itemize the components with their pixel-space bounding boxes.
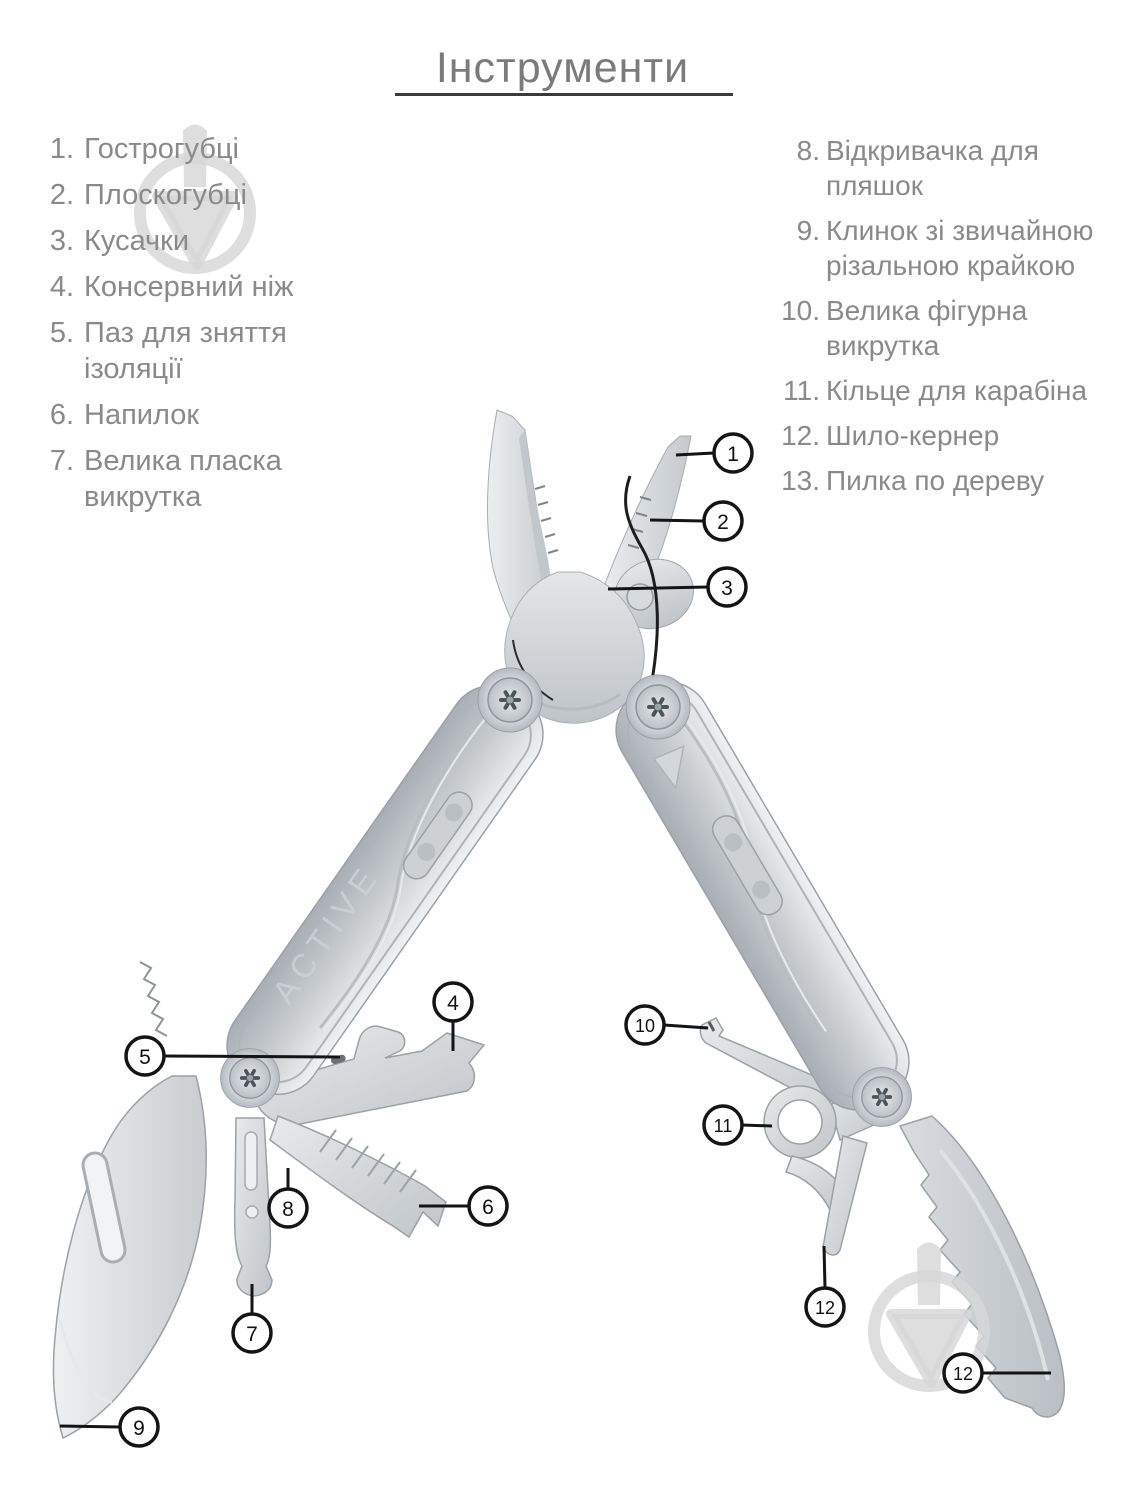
callout-marker: 6 (467, 1185, 509, 1227)
svg-text:11: 11 (714, 1116, 733, 1136)
callout-marker: 12 (942, 1352, 984, 1394)
pliers-head (486, 409, 694, 637)
svg-text:9: 9 (133, 1417, 145, 1440)
callout-marker: 12 (804, 1286, 846, 1328)
svg-text:12: 12 (953, 1364, 973, 1384)
callout-marker: 5 (124, 1035, 166, 1077)
svg-text:1: 1 (727, 443, 739, 466)
svg-text:6: 6 (482, 1196, 494, 1219)
callout-marker: 2 (702, 500, 744, 542)
file-tool (269, 1115, 447, 1239)
svg-text:3: 3 (721, 577, 733, 600)
callout-marker: 3 (706, 566, 748, 608)
svg-text:7: 7 (246, 1323, 258, 1346)
svg-text:8: 8 (282, 1198, 294, 1221)
list-item: 7.Велика пласка викрутка (49, 445, 282, 513)
left-jaw (486, 409, 557, 637)
callout-marker: 1 (712, 432, 754, 474)
svg-text:4: 4 (447, 992, 459, 1015)
list-item: 4.Консервний ніж (49, 271, 294, 303)
list-item: 13.Пилка по дереву (781, 465, 1045, 496)
tool-list-left: 1.Гострогубці 2.Плоскогубці 3.Кусачки 4.… (40, 131, 370, 525)
title-underline (395, 93, 733, 96)
callout-marker: 9 (118, 1406, 160, 1448)
fold-out-tools (52, 1017, 1065, 1440)
list-item: 5.Паз для зняття ізоляції (49, 317, 287, 385)
callout-marker: 11 (702, 1104, 744, 1146)
list-item: 12.Шило-кернер (781, 420, 1000, 451)
knife-blade (52, 1075, 207, 1440)
list-item: 2.Плоскогубці (49, 179, 247, 211)
list-item: 3.Кусачки (49, 225, 190, 257)
list-item: 10.Велика фігурна викрутка (781, 295, 1028, 361)
callout-layer (59, 451, 1051, 1429)
callout-marker: 8 (267, 1187, 309, 1229)
page-title: Інструменти (435, 44, 690, 92)
svg-text:10: 10 (635, 1016, 655, 1036)
callout-marker: 4 (432, 981, 474, 1023)
callout-marker: 7 (231, 1312, 273, 1354)
list-item: 8.Відкривачка для пляшок (796, 135, 1039, 201)
callout-markers: 1 2 3 4 5 6 7 8 9 10 11 12 (118, 432, 984, 1448)
callout-marker: 10 (624, 1004, 666, 1046)
svg-text:2: 2 (717, 511, 729, 534)
svg-text:12: 12 (815, 1298, 835, 1318)
pivot-screw (476, 666, 544, 734)
carabiner-ring (763, 1085, 837, 1159)
pivot-screw (624, 673, 692, 741)
tool-list-right: 8.Відкривачка для пляшок 9.Клинок зі зви… (770, 133, 1122, 508)
list-item: 6.Напилок (49, 399, 200, 431)
list-item: 1.Гострогубці (49, 133, 239, 165)
handle-screw (850, 1065, 914, 1129)
svg-text:5: 5 (139, 1046, 151, 1069)
list-item: 9.Клинок зі звичайною різальною крайкою (796, 215, 1094, 281)
list-item: 11.Кільце для карабіна (783, 375, 1088, 406)
